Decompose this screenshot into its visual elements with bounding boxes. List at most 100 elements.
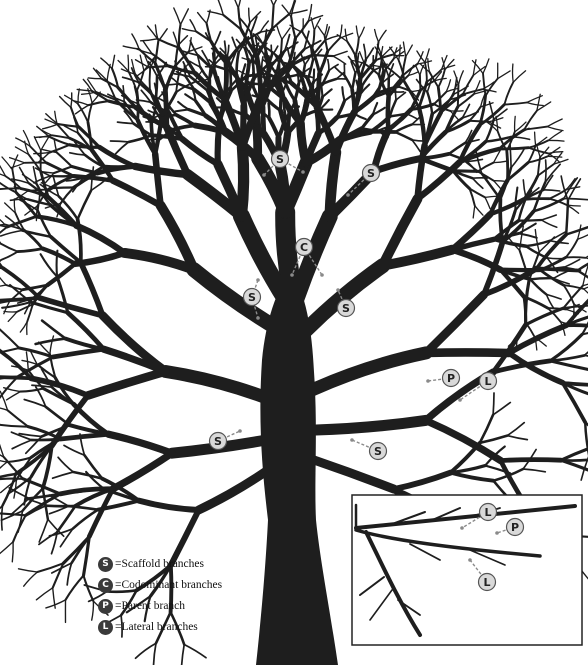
marker-letter: L <box>484 375 491 388</box>
branch <box>333 51 347 56</box>
branch <box>473 178 483 188</box>
marker-letter: S <box>367 167 375 180</box>
branch <box>542 215 557 220</box>
branch <box>84 576 94 602</box>
branch <box>184 645 206 658</box>
branch <box>10 199 27 200</box>
marker-letter: C <box>300 241 308 254</box>
branch <box>328 38 340 51</box>
branch <box>501 460 561 461</box>
branch <box>225 41 226 57</box>
branch <box>379 30 387 42</box>
branch <box>428 59 430 72</box>
branch <box>513 71 525 83</box>
inset-marker-letter: L <box>483 576 490 589</box>
branch <box>524 199 549 200</box>
branch <box>43 249 76 264</box>
branch <box>356 26 358 39</box>
branch <box>545 164 560 182</box>
legend-item-scaffold: S =Scaffold branches <box>98 556 288 577</box>
legend-label-lateral: =Lateral branches <box>115 620 198 635</box>
branch <box>182 29 196 32</box>
branch <box>0 479 23 480</box>
branch <box>347 42 355 56</box>
branch <box>0 285 6 287</box>
inset-lateral-marker-1: L <box>480 504 497 521</box>
branch <box>269 118 278 137</box>
branch <box>493 403 510 415</box>
branch <box>547 127 563 131</box>
branch <box>335 68 344 76</box>
branch <box>419 108 425 146</box>
branch <box>504 82 513 104</box>
branch <box>111 141 129 142</box>
branch <box>0 438 4 458</box>
branch <box>511 148 525 168</box>
lateral-marker: L <box>480 373 497 390</box>
branch <box>272 6 274 29</box>
leader-arrowhead <box>495 531 499 535</box>
branch <box>395 132 412 140</box>
branch <box>53 472 74 478</box>
branch <box>333 56 346 64</box>
branch <box>34 137 41 151</box>
branch <box>364 44 366 59</box>
legend-item-parent: P =Parent branch <box>98 598 288 619</box>
branch <box>526 281 529 325</box>
branch <box>314 460 394 489</box>
branch <box>199 470 268 510</box>
branch <box>277 26 282 39</box>
branch <box>60 434 108 439</box>
parent-marker: P <box>443 370 460 387</box>
branch <box>493 393 494 415</box>
branch <box>57 153 72 167</box>
branch <box>8 410 29 426</box>
branch <box>498 71 511 79</box>
branch <box>113 453 172 489</box>
scaffold-marker-6: S <box>370 443 387 460</box>
branch <box>12 440 31 449</box>
branch <box>0 391 7 410</box>
branch <box>269 103 270 118</box>
branch <box>272 14 290 29</box>
branch <box>584 289 588 299</box>
branch <box>321 85 322 97</box>
branch <box>547 258 565 259</box>
branch <box>527 103 544 106</box>
inset-detail <box>352 495 582 645</box>
branch <box>427 92 432 114</box>
branch <box>47 264 75 285</box>
branch <box>249 8 250 23</box>
branch <box>1 244 17 252</box>
branch <box>325 36 339 41</box>
branch <box>20 389 43 392</box>
branch <box>566 257 586 258</box>
marker-letter: S <box>374 445 382 458</box>
branch <box>242 106 243 147</box>
branch <box>403 42 405 57</box>
branch <box>561 444 588 460</box>
leader-arrowhead <box>426 379 430 383</box>
branch <box>232 0 238 8</box>
branch <box>2 252 18 260</box>
branch <box>11 163 25 168</box>
branch <box>515 116 516 131</box>
branch <box>530 278 553 279</box>
branch <box>359 27 365 38</box>
branch <box>274 0 282 6</box>
branch <box>179 25 181 48</box>
branch <box>198 13 207 24</box>
leader-arrowhead <box>262 173 266 177</box>
leader-arrowhead <box>256 278 260 282</box>
branch <box>445 60 454 71</box>
branch <box>173 32 178 46</box>
branch <box>49 145 69 153</box>
branch <box>141 39 158 41</box>
branch <box>578 225 581 239</box>
branch <box>165 66 175 90</box>
branch <box>36 206 37 220</box>
branch <box>118 122 134 123</box>
branch <box>426 295 484 353</box>
branch <box>426 352 509 353</box>
legend-label-scaffold: =Scaffold branches <box>115 557 204 572</box>
